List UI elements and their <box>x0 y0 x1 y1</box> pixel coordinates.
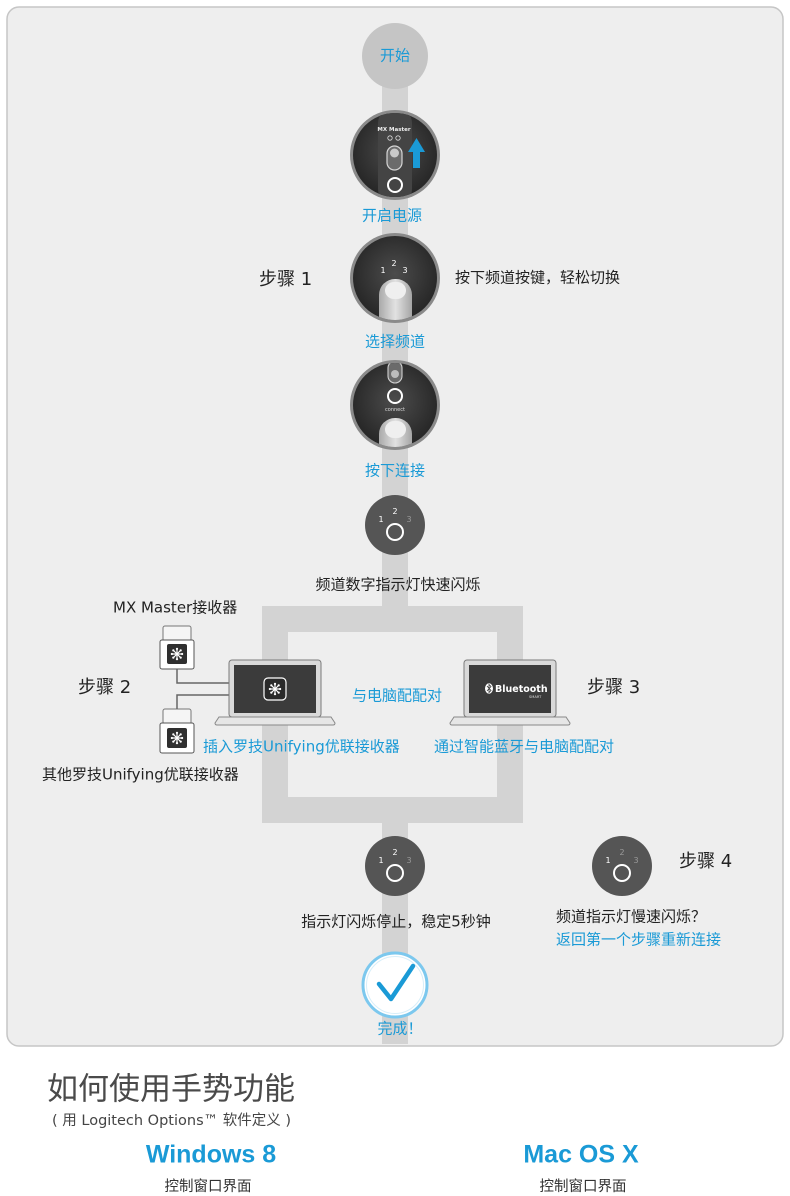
connection-flow-diagram: MX Master 1 2 3 connect <box>6 6 784 1047</box>
channel-3-digit: 3 <box>633 856 638 865</box>
usb-receiver-icon <box>159 708 195 754</box>
receiver-connector <box>162 708 192 725</box>
mac-caption: 控制窗口界面 <box>539 1178 627 1195</box>
power-on-label: 开启电源 <box>361 206 423 225</box>
checkmark-icon <box>376 963 416 1002</box>
gestures-title: 如何使用手势功能 <box>47 1071 295 1108</box>
other-receiver-label: 其他罗技Unifying优联接收器 <box>42 765 239 784</box>
connect-button-ring <box>387 388 403 404</box>
bluetooth-icon <box>485 683 493 694</box>
channel-1-digit: 1 <box>378 515 383 524</box>
step4-title: 步骤 4 <box>679 851 733 872</box>
laptop-base <box>214 716 336 726</box>
windows-8-heading: Windows 8 <box>145 1140 277 1169</box>
steady-label: 指示灯闪烁停止，稳定5秒钟 <box>301 912 491 931</box>
channel-2-digit: 2 <box>619 848 624 857</box>
gestures-subtitle: ( 用 Logitech Options™ 软件定义 ) <box>52 1112 292 1129</box>
receiver-connector-line <box>176 694 229 709</box>
step1-node-photo <box>353 236 437 320</box>
done-label: 完成！ <box>377 1019 423 1038</box>
channel-3-digit: 3 <box>406 856 411 865</box>
power-switch-icon <box>387 363 403 384</box>
slow-blink-indicator: 1 2 3 <box>592 836 652 896</box>
channel-3-digit: 3 <box>402 266 407 275</box>
step4-action: 返回第一个步骤重新连接 <box>556 930 722 949</box>
press-connect-node: connect <box>350 360 440 450</box>
switch-knob <box>391 370 399 378</box>
step3-title: 步骤 3 <box>587 677 641 698</box>
channel-1-digit: 1 <box>380 266 385 275</box>
connect-button-text: connect <box>385 407 405 413</box>
arrow-up-icon <box>408 138 425 168</box>
unifying-logo-icon <box>170 647 184 661</box>
mx-master-receiver-label: MX Master接收器 <box>113 598 238 617</box>
press-connect-label: 按下连接 <box>364 461 426 480</box>
receiver-connector-line <box>176 669 229 684</box>
step1-title: 步骤 1 <box>259 269 313 290</box>
mx-master-brand-text: MX Master <box>377 127 410 133</box>
unifying-status-icon <box>395 135 401 141</box>
windows-caption: 控制窗口界面 <box>164 1178 252 1195</box>
connect-button-ring <box>386 523 404 541</box>
mac-os-x-heading: Mac OS X <box>523 1140 639 1169</box>
fingernail <box>385 421 406 438</box>
connect-button-ring <box>613 864 631 882</box>
finger-press-icon <box>379 279 412 320</box>
connect-node-photo <box>353 363 437 447</box>
connect-button-ring <box>386 864 404 882</box>
start-node <box>362 23 428 89</box>
laptop-screen <box>469 665 551 713</box>
select-channel-label: 选择频道 <box>364 332 426 351</box>
unifying-plug-label: 插入罗技Unifying优联接收器 <box>203 737 400 756</box>
laptop-icon <box>214 659 336 726</box>
laptop-icon: Bluetooth SMART <box>449 659 571 726</box>
path-merge-bar <box>262 797 523 823</box>
fast-blink-indicator: 1 2 3 <box>365 495 425 555</box>
switch-knob <box>390 148 399 158</box>
fast-blink-label: 频道数字指示灯快速闪烁 <box>315 575 481 594</box>
done-node <box>361 951 429 1019</box>
unifying-logo-icon <box>170 731 184 745</box>
bluetooth-brand-text: Bluetooth <box>495 684 548 695</box>
channel-2-digit: 2 <box>391 259 396 268</box>
done-inner-ring <box>366 956 424 1014</box>
select-channel-node: 1 2 3 <box>350 233 440 323</box>
channel-3-digit: 3 <box>406 515 411 524</box>
receiver-connector <box>162 625 192 642</box>
laptop-base <box>449 716 571 726</box>
pair-with-computer-label: 与电脑配配对 <box>352 686 443 705</box>
channel-2-digit: 2 <box>392 507 397 516</box>
fingernail <box>385 282 406 299</box>
start-label: 开始 <box>379 46 411 65</box>
channel-1-digit: 1 <box>605 856 610 865</box>
bluetooth-pair-label: 通过智能蓝牙与电脑配配对 <box>434 737 615 756</box>
step1-hint: 按下频道按键，轻松切换 <box>455 268 621 287</box>
power-on-node: MX Master <box>350 110 440 200</box>
channel-2-digit: 2 <box>392 848 397 857</box>
steady-indicator: 1 2 3 <box>365 836 425 896</box>
channel-1-digit: 1 <box>378 856 383 865</box>
bluetooth-rune <box>486 683 492 694</box>
power-switch-icon <box>386 145 403 171</box>
bluetooth-smart-text: SMART <box>529 695 542 699</box>
step2-title: 步骤 2 <box>78 677 132 698</box>
done-circle <box>361 951 429 1019</box>
unifying-logo-icon <box>268 682 282 696</box>
path-split-bar <box>262 606 523 632</box>
connect-button-ring <box>387 177 403 193</box>
finger-press-icon <box>379 418 412 447</box>
step4-question: 频道指示灯慢速闪烁？ <box>556 907 707 926</box>
usb-receiver-icon <box>159 625 195 670</box>
bluetooth-status-icon <box>387 135 393 141</box>
